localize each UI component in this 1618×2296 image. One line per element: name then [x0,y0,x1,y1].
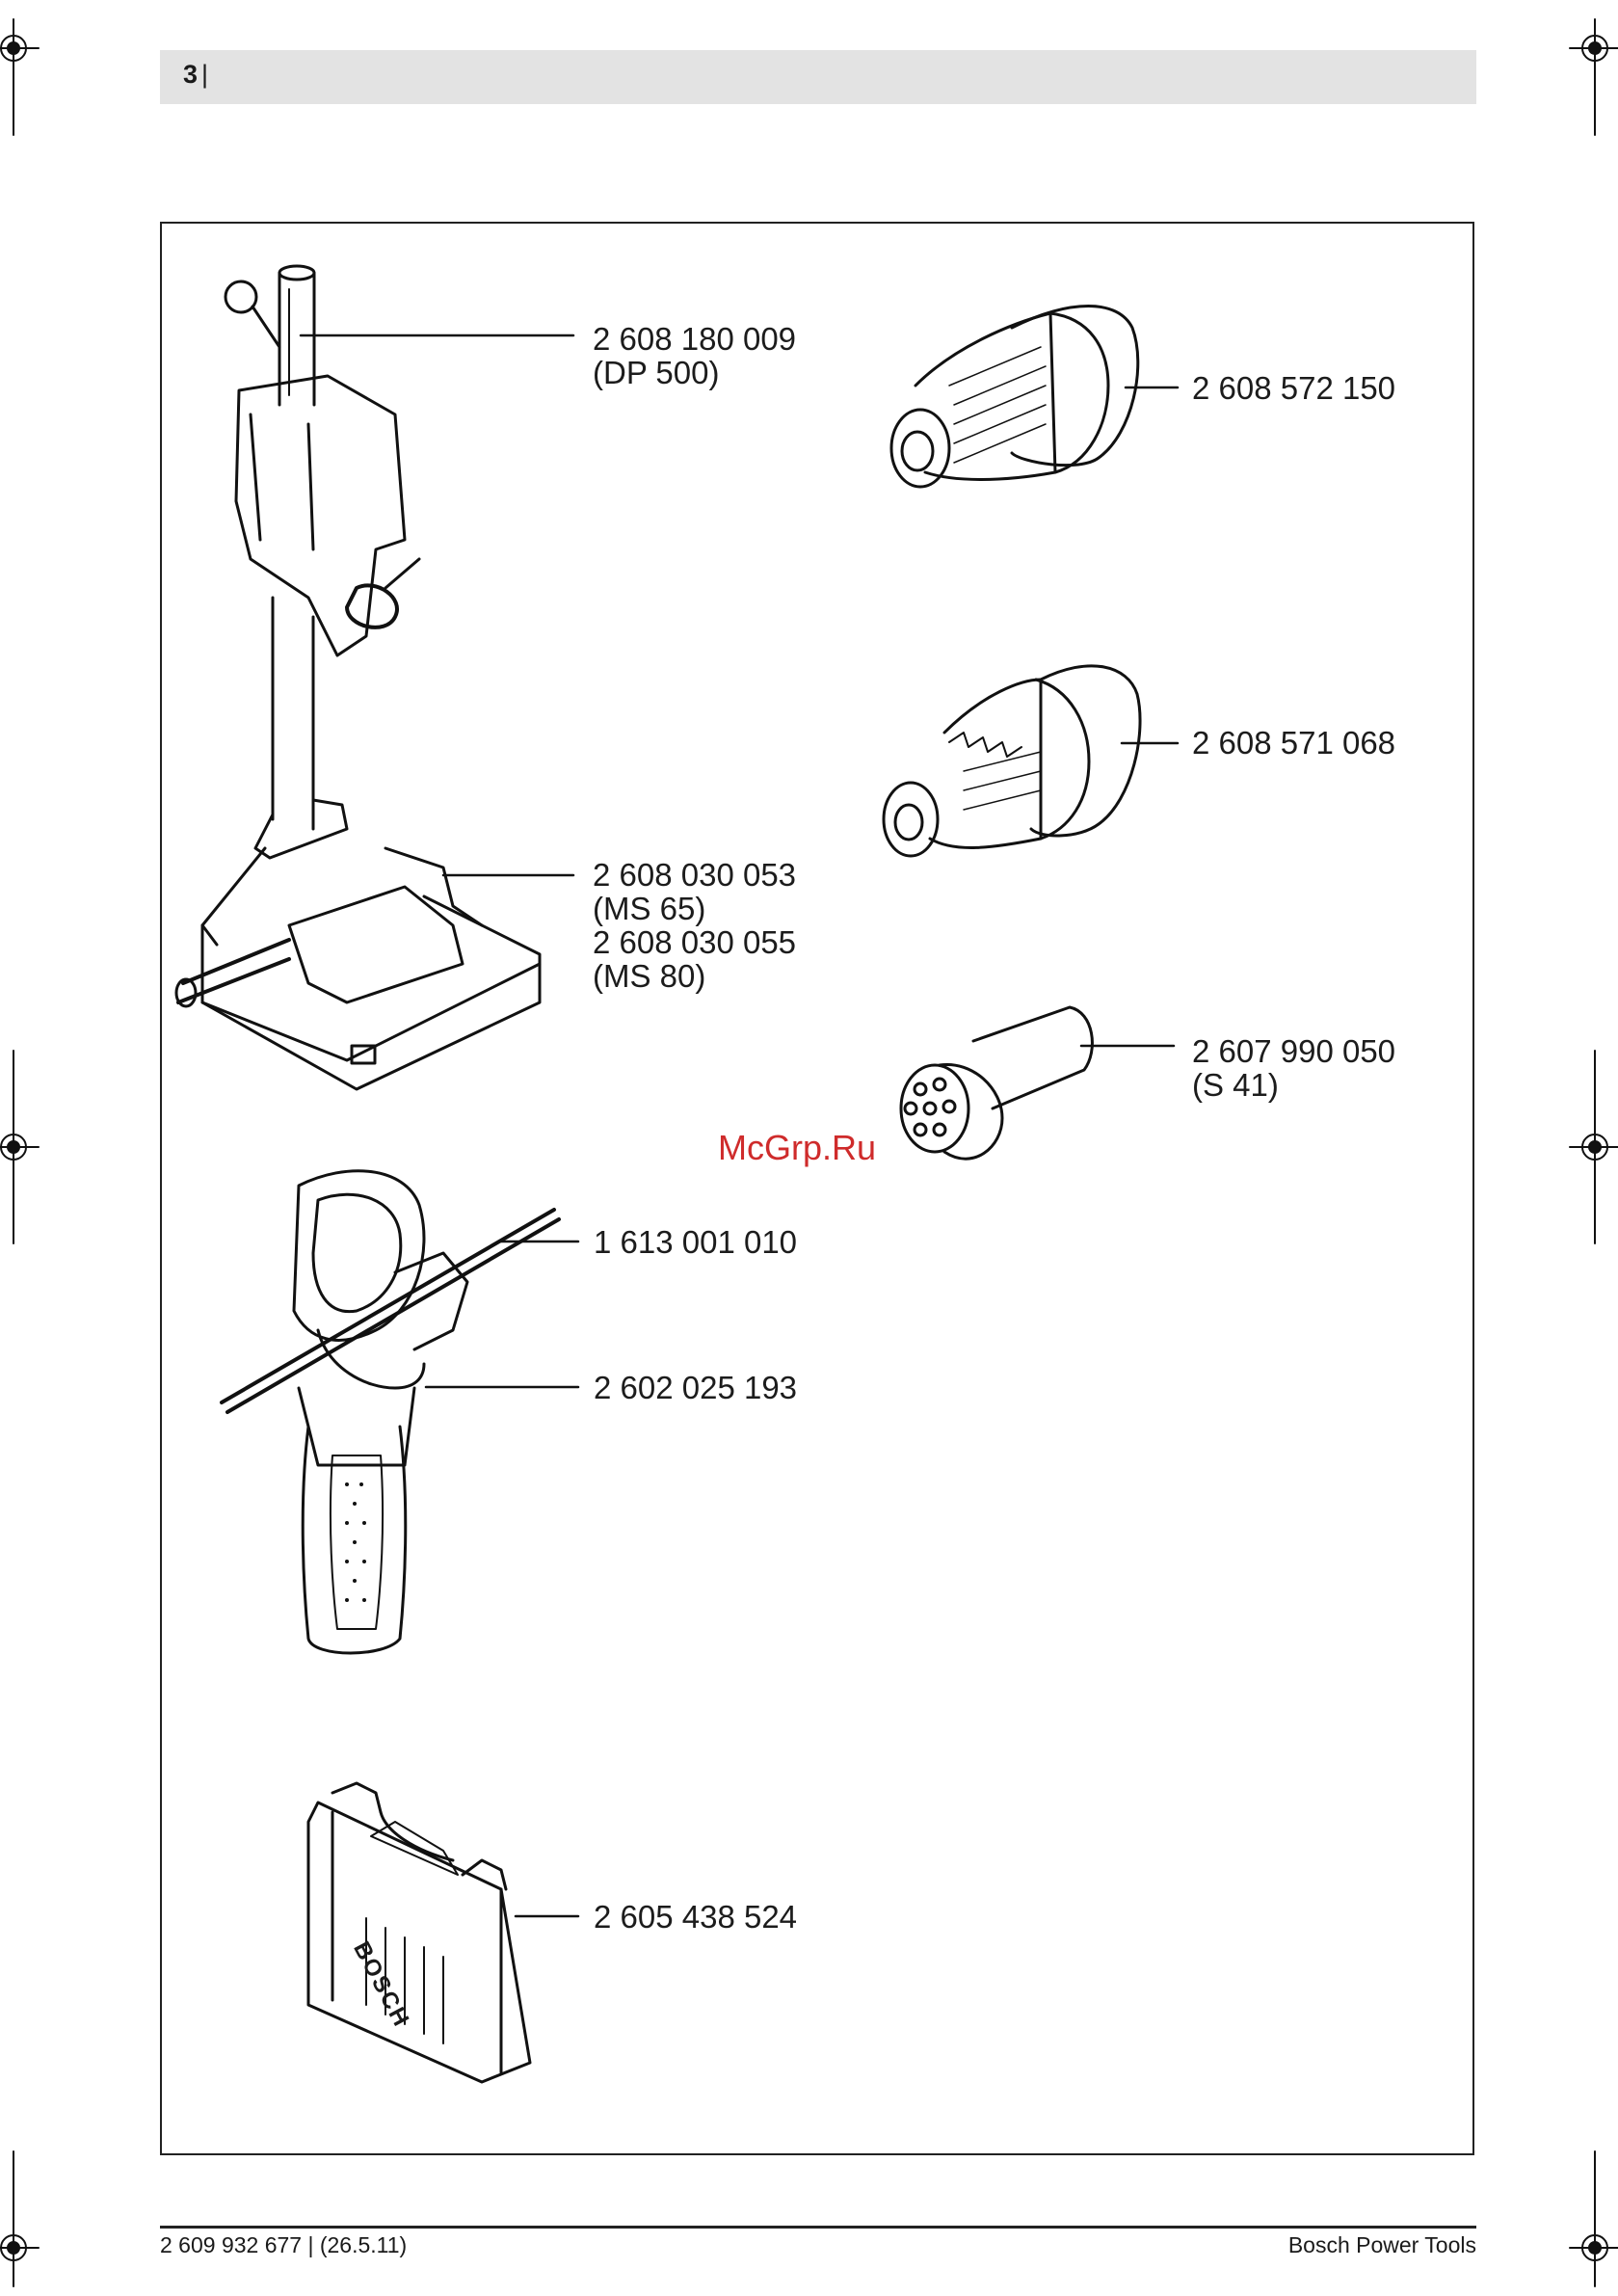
part-label-drill-stand: 2 608 180 009 (DP 500) [593,322,796,389]
drill-stand-illustration [176,266,540,1089]
footer-rule [160,2226,1476,2229]
part-label-auxiliary-handle: 2 602 025 193 [594,1371,797,1404]
auxiliary-handle-illustration [222,1171,559,1653]
part-label-adapter: 2 607 990 050 (S 41) [1192,1034,1395,1102]
key-chuck-illustration [884,666,1140,856]
footer-doc-id: 2 609 932 677 | (26.5.11) [160,2232,407,2258]
footer-brand: Bosch Power Tools [1288,2232,1476,2258]
part-label-depth-stop: 1 613 001 010 [594,1225,797,1259]
watermark: McGrp.Ru [718,1128,876,1168]
adapter-s41-illustration [901,1007,1092,1159]
part-label-key-chuck: 2 608 571 068 [1192,726,1395,760]
keyless-chuck-illustration [891,307,1138,488]
part-label-keyless-chuck: 2 608 572 150 [1192,371,1395,405]
part-label-vice: 2 608 030 053 (MS 65) 2 608 030 055 (MS … [593,858,796,993]
part-label-carrying-case: 2 605 438 524 [594,1900,797,1934]
carrying-case-illustration [308,1783,530,2082]
leader-lines [301,335,1178,1916]
